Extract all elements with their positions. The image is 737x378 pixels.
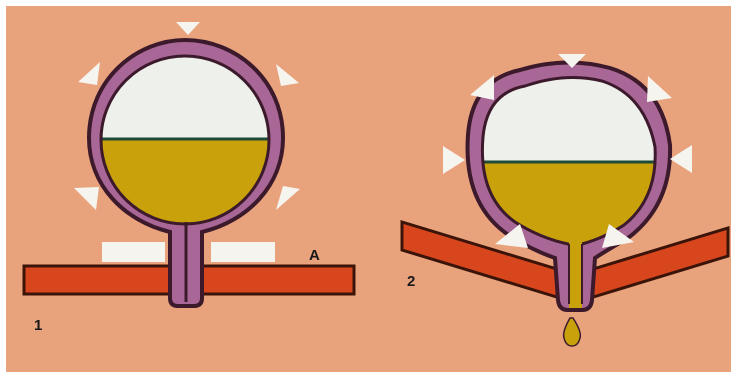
- pressure-bar-right: [211, 242, 275, 262]
- marker-label-a: A: [309, 247, 320, 264]
- panel-1-label: 1: [34, 317, 42, 334]
- panel-2-label: 2: [407, 273, 415, 290]
- urethra-open-2: [569, 240, 582, 308]
- pressure-bar-left: [102, 242, 165, 262]
